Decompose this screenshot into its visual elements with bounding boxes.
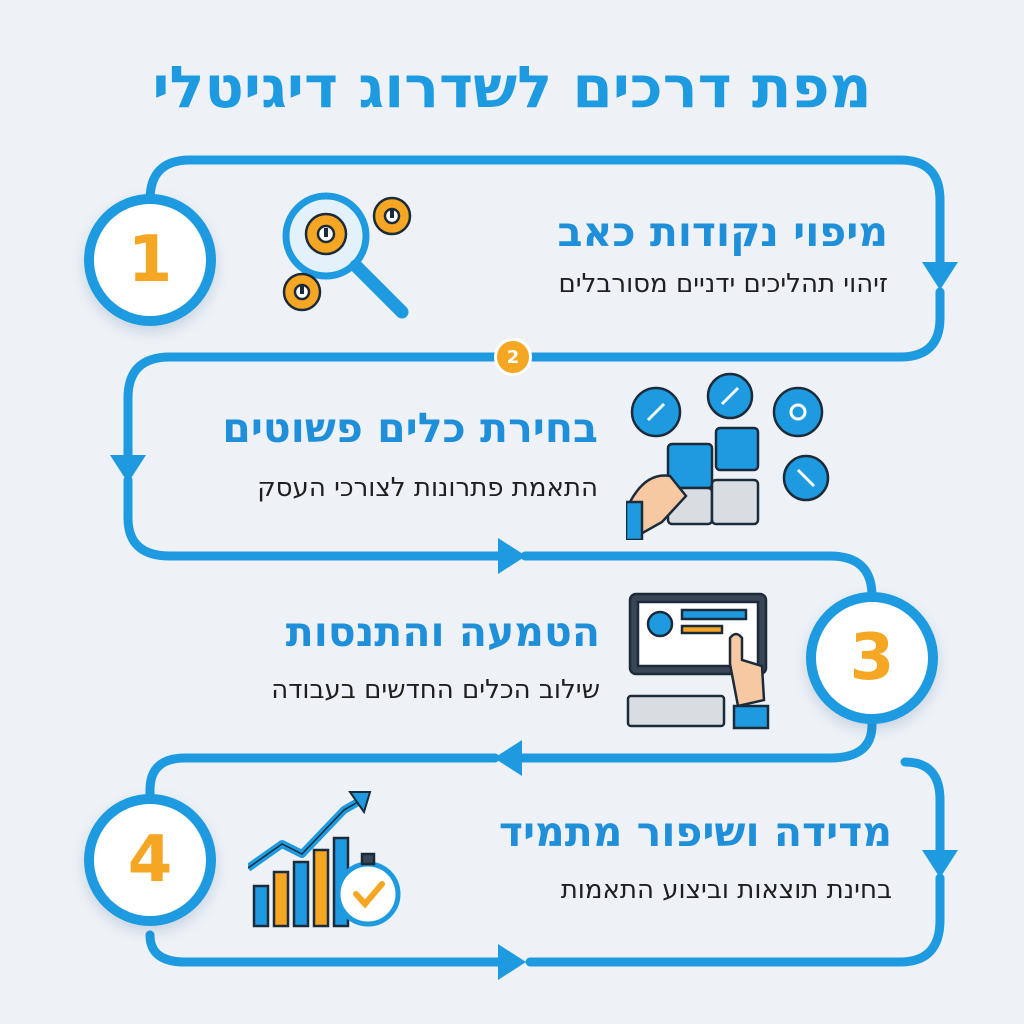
step-number-circle-1: 1 [84,194,216,326]
step-subtitle-4: בחינת תוצאות וביצוע התאמות [560,875,892,905]
step-number: 1 [127,223,173,297]
page-title: מפת דרכים לשדרוג דיגיטלי [152,53,872,121]
puzzle-tools-icon [626,372,830,540]
magnifier-gears-icon [282,192,412,319]
step-subtitle-1: זיהוי תהליכים ידניים מסורבלים [558,269,888,299]
computer-touch-icon [626,592,770,730]
step-title-3: הטמעה והתנסות [285,608,600,656]
step-title-2: בחירת כלים פשוטים [222,404,598,452]
step-number-circle-3: 3 [806,592,938,724]
step-title-1: מיפוי נקודות כאב [557,208,888,256]
step-subtitle-3: שילוב הכלים החדשים בעבודה [271,675,600,705]
step-number: 3 [849,621,895,695]
badge-number: 2 [506,346,520,368]
step-badge-2: 2 [494,338,532,376]
step-number: 4 [127,823,173,897]
step-title-4: מדידה ושיפור מתמיד [498,808,892,856]
step-number-circle-4: 4 [84,794,216,926]
step-subtitle-2: התאמת פתרונות לצורכי העסק [257,473,598,503]
chart-stopwatch-icon [248,791,401,928]
